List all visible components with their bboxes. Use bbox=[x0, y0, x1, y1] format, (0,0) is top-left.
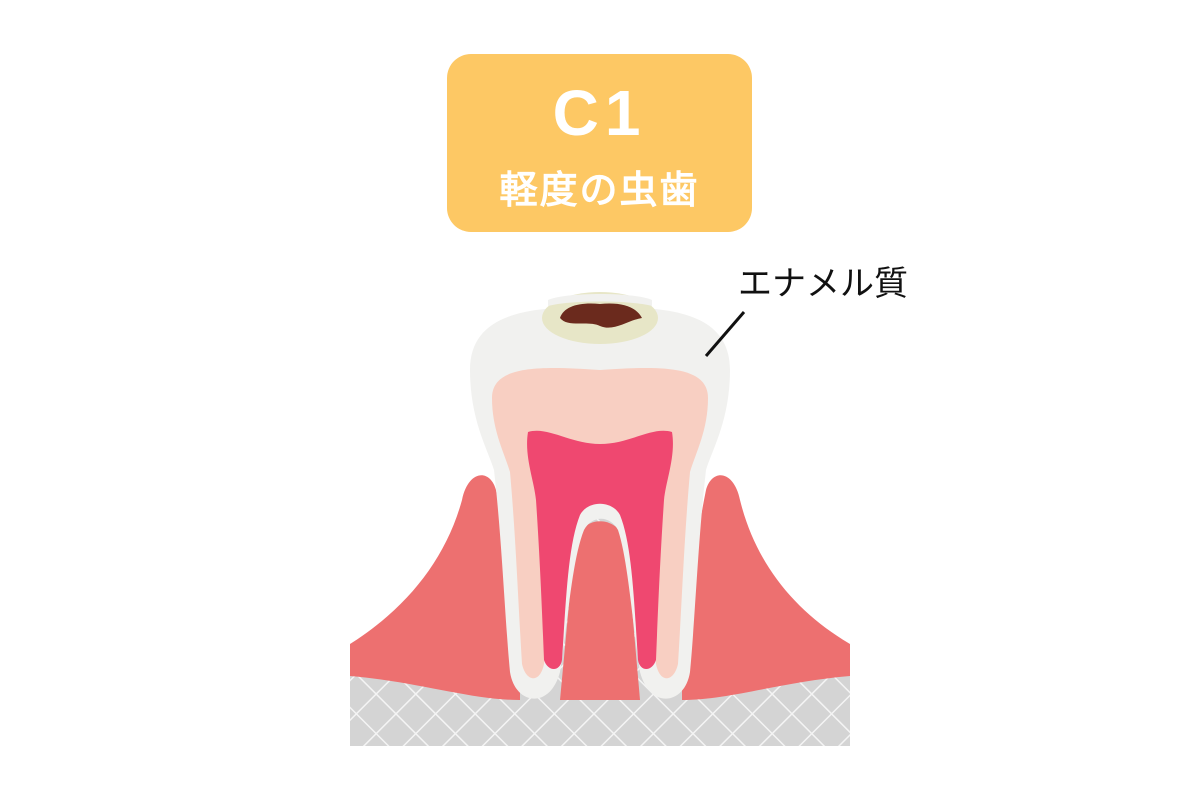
enamel-label: エナメル質 bbox=[738, 264, 908, 304]
gum-right bbox=[682, 475, 850, 700]
stage-label: 軽度の虫歯 bbox=[499, 168, 700, 212]
callout-line bbox=[704, 311, 746, 357]
cavity-notch bbox=[548, 294, 652, 306]
gum-left bbox=[350, 475, 520, 700]
pulp-chamber bbox=[527, 430, 673, 669]
cavity-decay bbox=[560, 303, 642, 328]
stage-code: C1 bbox=[552, 77, 647, 149]
stage-badge: C1 軽度の虫歯 bbox=[447, 54, 752, 232]
gum-between-roots bbox=[560, 521, 640, 700]
